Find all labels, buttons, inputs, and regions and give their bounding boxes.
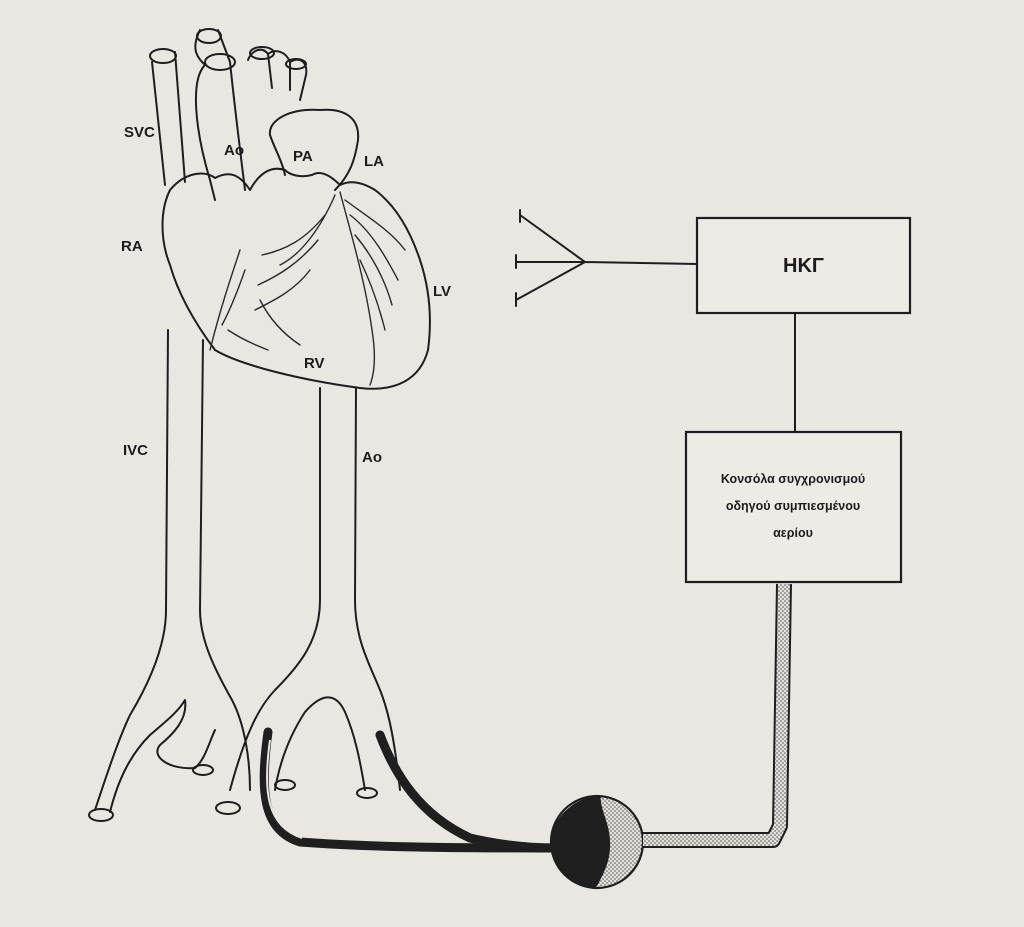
label-ao-top: Ao xyxy=(224,142,244,159)
aorta-trunk xyxy=(229,387,401,791)
carotid-opening xyxy=(204,53,236,71)
ecg-lead-lines xyxy=(515,214,698,301)
label-rv: RV xyxy=(304,355,325,372)
gas-tube-fill xyxy=(643,583,790,846)
label-ra: RA xyxy=(121,238,143,255)
label-svc: SVC xyxy=(124,124,155,141)
descending-aorta xyxy=(215,387,401,815)
ecg-lead-ticks xyxy=(515,209,521,307)
pump-bulb xyxy=(549,794,645,890)
interventricular-groove xyxy=(339,191,376,386)
console-box-label: Κονσόλα συγχρονισμού οδηγού συμπιεσμένου… xyxy=(720,472,866,540)
iliac-veins xyxy=(109,699,216,813)
aortic-branches xyxy=(247,48,308,101)
aortic-arch xyxy=(194,29,246,201)
ecg-box xyxy=(695,216,912,315)
coronary-vessels xyxy=(221,194,406,351)
label-la: LA xyxy=(364,153,384,170)
label-ao-bottom: Ao xyxy=(362,449,382,466)
brachiocephalic-opening xyxy=(196,28,222,44)
iliac-arteries xyxy=(274,696,366,791)
ivc-vessel xyxy=(94,329,251,811)
label-lv: LV xyxy=(433,283,451,300)
iliac-vein-opening-right xyxy=(192,764,214,776)
atrioventricular-groove xyxy=(209,249,241,351)
heart-outline xyxy=(161,167,431,390)
pump-bulb-dark-half xyxy=(550,795,611,889)
catheter-left xyxy=(259,727,560,853)
label-ivc: IVC xyxy=(123,442,148,459)
balloon-catheter xyxy=(259,727,560,853)
console-box xyxy=(684,430,903,584)
heart xyxy=(161,167,431,390)
iliac-artery-opening-right xyxy=(356,787,378,799)
gas-tube xyxy=(643,583,792,848)
svc-opening xyxy=(149,48,177,64)
label-pa: PA xyxy=(293,148,313,165)
iliac-artery-opening-mid xyxy=(274,779,296,791)
pulmonary-artery xyxy=(268,108,360,191)
ecg-leads xyxy=(515,209,698,307)
catheter-left-edge xyxy=(265,739,303,839)
svc-vessel xyxy=(151,51,186,186)
catheter-right xyxy=(375,730,560,853)
iliac-vein-opening-left xyxy=(88,808,114,822)
great-vessels xyxy=(194,28,360,201)
vena-cava xyxy=(88,48,251,822)
iliac-artery-opening-left xyxy=(215,801,241,815)
ecg-box-label: ΗΚΓ xyxy=(783,255,824,277)
subclavian-opening xyxy=(249,46,275,60)
left-subclavian-opening xyxy=(285,58,307,70)
